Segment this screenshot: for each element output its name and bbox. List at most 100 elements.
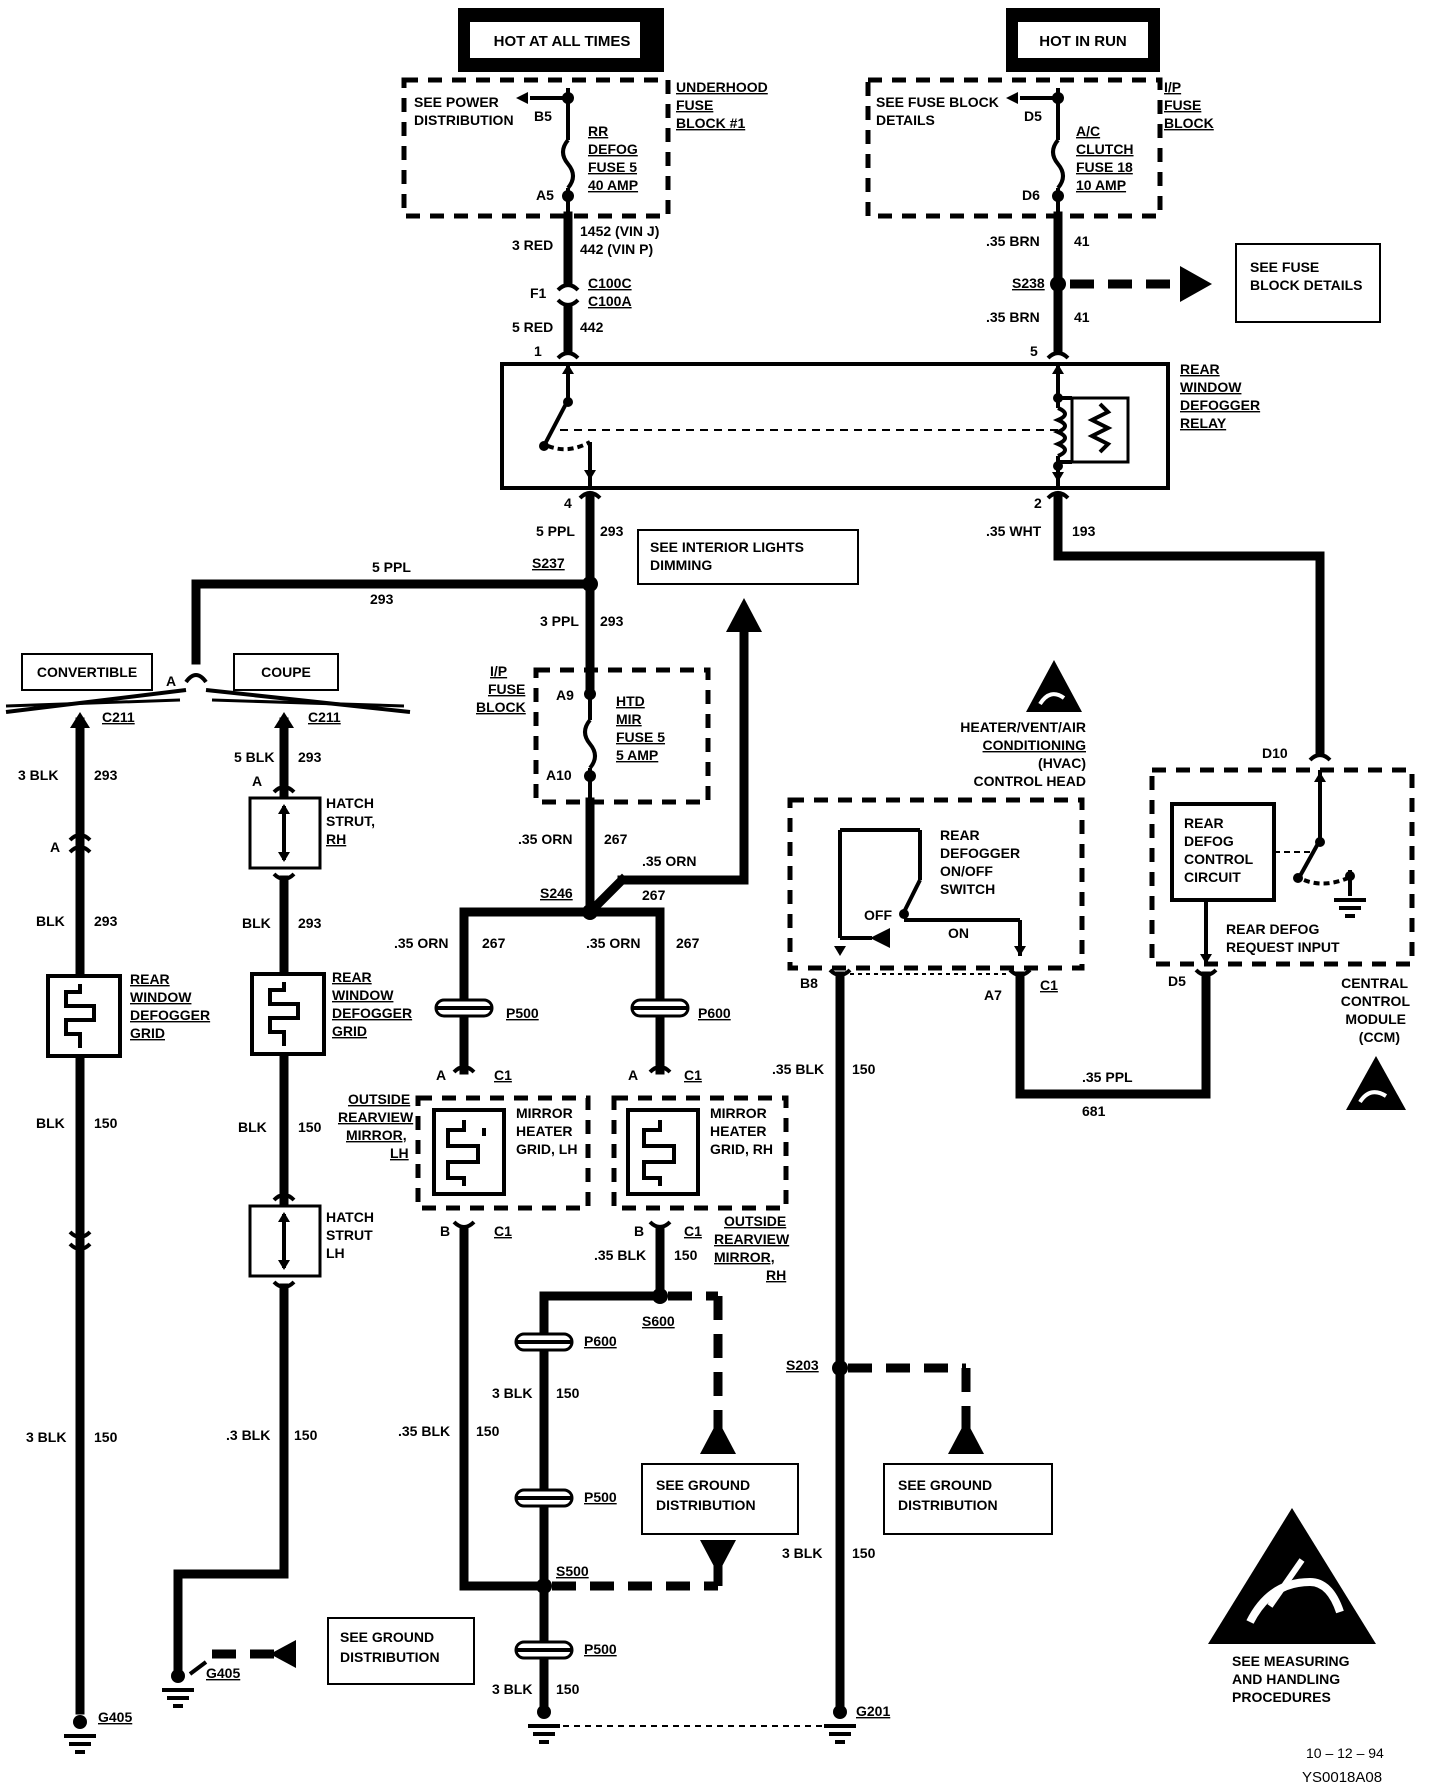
svg-text:LH: LH bbox=[390, 1145, 409, 1161]
svg-text:A/C: A/C bbox=[1076, 123, 1100, 139]
svg-text:BLOCK #1: BLOCK #1 bbox=[676, 115, 745, 131]
svg-text:MODULE: MODULE bbox=[1345, 1011, 1406, 1027]
svg-text:150: 150 bbox=[94, 1429, 118, 1445]
svg-text:.35 PPL: .35 PPL bbox=[1082, 1069, 1133, 1085]
svg-text:41: 41 bbox=[1074, 233, 1090, 249]
svg-text:RELAY: RELAY bbox=[1180, 415, 1227, 431]
svg-text:OUTSIDE: OUTSIDE bbox=[724, 1213, 786, 1229]
circuit-41-wire: .35 BRN 41 S238 .35 BRN 41 5 bbox=[986, 211, 1212, 360]
svg-text:150: 150 bbox=[556, 1681, 580, 1697]
svg-text:CIRCUIT: CIRCUIT bbox=[1184, 869, 1241, 885]
svg-text:BLK: BLK bbox=[238, 1119, 267, 1135]
svg-text:C211: C211 bbox=[308, 709, 341, 725]
svg-text:193: 193 bbox=[1072, 523, 1096, 539]
svg-text:OUTSIDE: OUTSIDE bbox=[348, 1091, 410, 1107]
svg-text:DETAILS: DETAILS bbox=[876, 112, 935, 128]
connector-p600-upper: P600 bbox=[630, 998, 731, 1021]
svg-text:ON/OFF: ON/OFF bbox=[940, 863, 993, 879]
svg-text:C100A: C100A bbox=[588, 293, 632, 309]
svg-text:ON: ON bbox=[948, 925, 969, 941]
htd-mir-fuse-symbol bbox=[583, 718, 597, 770]
svg-text:2: 2 bbox=[1034, 495, 1042, 511]
svg-text:267: 267 bbox=[676, 935, 700, 951]
svg-text:I/P: I/P bbox=[1164, 79, 1181, 95]
svg-text:DEFOG: DEFOG bbox=[1184, 833, 1234, 849]
coupe-label: COUPE bbox=[261, 664, 311, 680]
svg-text:D5: D5 bbox=[1168, 973, 1186, 989]
svg-text:PROCEDURES: PROCEDURES bbox=[1232, 1689, 1331, 1705]
svg-text:3 BLK: 3 BLK bbox=[492, 1681, 532, 1697]
svg-text:GRID: GRID bbox=[332, 1023, 367, 1039]
svg-text:293: 293 bbox=[600, 523, 624, 539]
svg-text:.35 ORN: .35 ORN bbox=[518, 831, 572, 847]
see-interior-lights-box: SEE INTERIOR LIGHTS DIMMING bbox=[637, 529, 859, 585]
svg-text:BLOCK: BLOCK bbox=[476, 699, 526, 715]
svg-text:B: B bbox=[440, 1223, 450, 1239]
svg-text:CONTROL HEAD: CONTROL HEAD bbox=[973, 773, 1086, 789]
svg-text:REARVIEW: REARVIEW bbox=[714, 1231, 790, 1247]
svg-text:(HVAC): (HVAC) bbox=[1038, 755, 1086, 771]
svg-text:CONTROL: CONTROL bbox=[1341, 993, 1411, 1009]
outside-rearview-mirror-rh: A C1 MIRROR HEATER GRID, RH B C1 OUTSIDE… bbox=[611, 1065, 790, 1283]
diagram-date: 10 – 12 – 94 bbox=[1306, 1745, 1384, 1761]
svg-text:DISTRIBUTION: DISTRIBUTION bbox=[898, 1497, 998, 1513]
svg-text:1452 (VIN J): 1452 (VIN J) bbox=[580, 223, 659, 239]
rear-window-defogger-grid-coupe bbox=[250, 972, 326, 1056]
esd-warning-icon-ccm bbox=[1346, 1056, 1406, 1110]
svg-text:DEFOGGER: DEFOGGER bbox=[332, 1005, 412, 1021]
svg-text:4: 4 bbox=[564, 495, 572, 511]
svg-text:293: 293 bbox=[94, 767, 118, 783]
svg-text:REAR: REAR bbox=[130, 971, 170, 987]
relay-resistor-symbol bbox=[1087, 402, 1113, 454]
svg-text:B: B bbox=[634, 1223, 644, 1239]
esd-warning-icon-large: SEE MEASURING AND HANDLING PROCEDURES bbox=[1208, 1508, 1376, 1705]
svg-text:SEE POWER: SEE POWER bbox=[414, 94, 499, 110]
svg-text:CONDITIONING: CONDITIONING bbox=[983, 737, 1087, 753]
svg-text:REAR: REAR bbox=[1184, 815, 1224, 831]
svg-text:G405: G405 bbox=[98, 1709, 132, 1725]
ip-fuse-block-htd-mir: I/P FUSE BLOCK A9 A10 HTD MIR FUSE 5 5 A… bbox=[476, 663, 711, 805]
rr-defog-fuse-symbol bbox=[561, 138, 575, 190]
svg-text:SEE GROUND: SEE GROUND bbox=[898, 1477, 992, 1493]
svg-text:150: 150 bbox=[94, 1115, 118, 1131]
svg-text:DISTRIBUTION: DISTRIBUTION bbox=[414, 112, 514, 128]
svg-text:HEATER/VENT/AIR: HEATER/VENT/AIR bbox=[960, 719, 1086, 735]
svg-text:HATCH: HATCH bbox=[326, 795, 374, 811]
connector-p500-lower: P500 bbox=[514, 1640, 617, 1660]
svg-text:150: 150 bbox=[674, 1247, 698, 1263]
svg-text:P600: P600 bbox=[584, 1333, 617, 1349]
svg-text:SEE FUSE: SEE FUSE bbox=[1250, 259, 1319, 275]
svg-text:FUSE: FUSE bbox=[676, 97, 713, 113]
relay-contact-switch bbox=[544, 399, 570, 443]
convertible-defogger-circuit: C211 3 BLK 293 A BLK 293 REAR WINDOW DEF… bbox=[18, 709, 210, 1754]
svg-text:MIRROR,: MIRROR, bbox=[346, 1127, 407, 1143]
svg-text:S246: S246 bbox=[540, 885, 573, 901]
svg-text:C211: C211 bbox=[102, 709, 135, 725]
svg-text:STRUT: STRUT bbox=[326, 1227, 373, 1243]
svg-text:5 RED: 5 RED bbox=[512, 319, 553, 335]
svg-text:S237: S237 bbox=[532, 555, 565, 571]
svg-text:D5: D5 bbox=[1024, 108, 1042, 124]
svg-text:B8: B8 bbox=[800, 975, 818, 991]
svg-text:293: 293 bbox=[370, 591, 394, 607]
svg-text:FUSE 5: FUSE 5 bbox=[616, 729, 665, 745]
svg-text:A: A bbox=[252, 773, 262, 789]
svg-text:REARVIEW: REARVIEW bbox=[338, 1109, 414, 1125]
svg-text:DEFOG: DEFOG bbox=[588, 141, 638, 157]
see-ground-distribution-box-2: SEE GROUND DISTRIBUTION bbox=[327, 1617, 475, 1685]
svg-text:HEATER: HEATER bbox=[516, 1123, 573, 1139]
svg-text:1: 1 bbox=[534, 343, 542, 359]
svg-text:F1: F1 bbox=[530, 285, 547, 301]
svg-text:41: 41 bbox=[1074, 309, 1090, 325]
svg-text:CLUTCH: CLUTCH bbox=[1076, 141, 1134, 157]
svg-text:A10: A10 bbox=[546, 767, 572, 783]
outside-rearview-mirror-lh: A C1 OUTSIDE REARVIEW MIRROR, LH MIRROR … bbox=[338, 1065, 591, 1239]
mirror-heater-grid-rh bbox=[626, 1108, 700, 1196]
svg-text:10 AMP: 10 AMP bbox=[1076, 177, 1126, 193]
svg-text:5 BLK: 5 BLK bbox=[234, 749, 274, 765]
svg-text:BLOCK DETAILS: BLOCK DETAILS bbox=[1250, 277, 1363, 293]
svg-text:.35 BLK: .35 BLK bbox=[772, 1061, 824, 1077]
svg-text:150: 150 bbox=[852, 1545, 876, 1561]
svg-text:WINDOW: WINDOW bbox=[1180, 379, 1242, 395]
svg-text:.35 ORN: .35 ORN bbox=[586, 935, 640, 951]
